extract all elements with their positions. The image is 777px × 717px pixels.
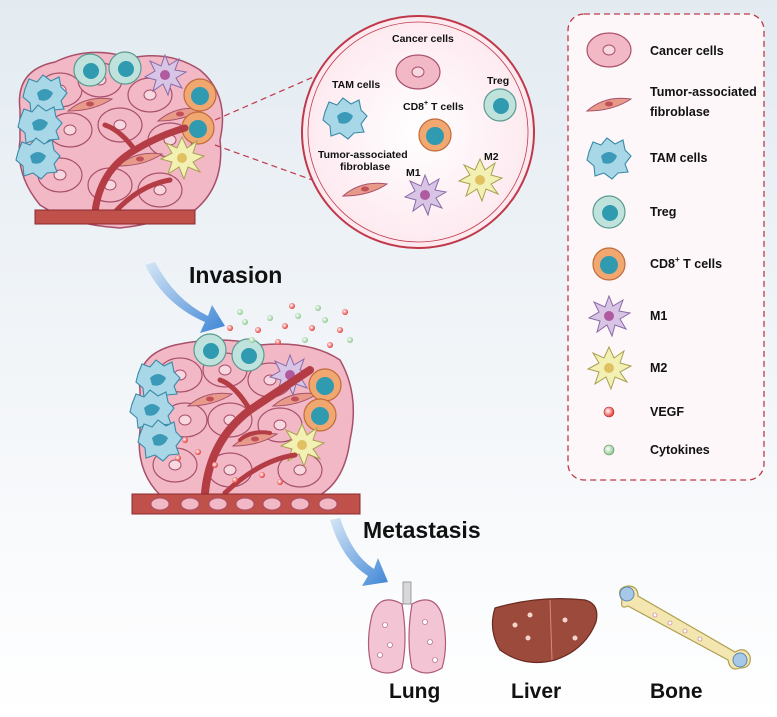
legend-label-taf-1: Tumor-associated [650,85,757,99]
legend-icon-treg [592,195,626,229]
primary-tumor [15,51,224,229]
secreted-factors [227,303,353,348]
legend-icon-cancer-cells [586,32,632,68]
legend-icon-cd8 [592,247,626,281]
invading-tumor [129,333,361,515]
label-bone: Bone [650,680,703,703]
zoom-label-taf-2: fibroblase [340,161,390,173]
zoom-circle [301,15,535,249]
legend-label-treg: Treg [650,205,676,219]
legend: Cancer cells Tumor-associated fibroblase… [567,13,765,481]
legend-label-cytokines: Cytokines [650,443,710,457]
label-metastasis: Metastasis [363,517,481,543]
legend-label-tam: TAM cells [650,151,707,165]
label-invasion: Invasion [189,262,282,288]
zoom-label-cd8: CD8+ T cells [403,100,464,113]
label-lung: Lung [389,680,440,703]
metastasis-arrow [330,518,388,586]
legend-label-m1: M1 [650,309,667,323]
bone-illustration [618,585,751,670]
legend-label-cancer-cells: Cancer cells [650,44,724,58]
zoom-connector-bottom [214,144,319,183]
zoom-label-m2: M2 [484,151,499,163]
label-liver: Liver [511,680,561,703]
zoom-label-cancer-cells: Cancer cells [392,33,454,45]
legend-label-cd8: CD8+ T cells [650,255,722,271]
zoom-connector-top [214,74,319,121]
legend-label-taf-2: fibroblase [650,105,710,119]
zoom-label-tam-cells: TAM cells [332,79,380,91]
liver-illustration [491,598,598,663]
legend-icon-vegf [603,406,615,418]
zoom-label-treg: Treg [487,75,509,87]
zoom-label-taf-1: Tumor-associated [318,149,408,161]
invasion-arrow [145,262,225,333]
zoom-label-m1: M1 [406,167,421,179]
legend-label-vegf: VEGF [650,405,684,419]
lung-illustration [367,581,447,674]
legend-icon-cytokines [603,444,615,456]
legend-label-m2: M2 [650,361,667,375]
